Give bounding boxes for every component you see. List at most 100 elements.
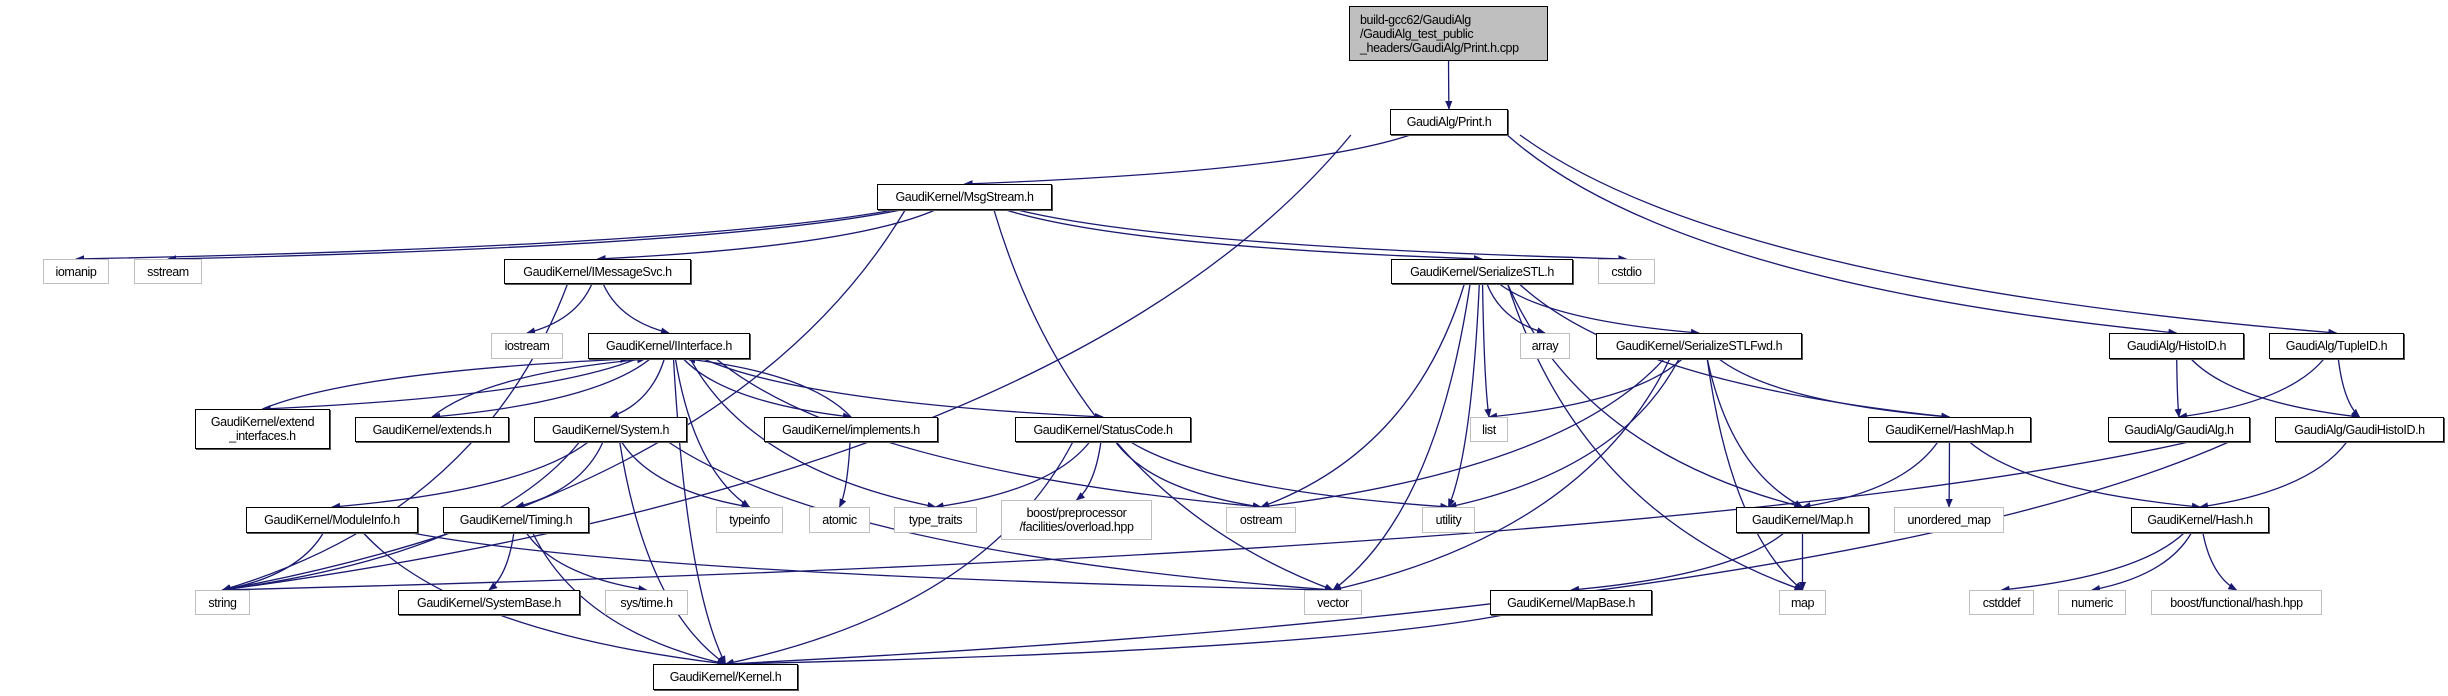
edge-statuscode-to-boost_pp bbox=[1075, 441, 1102, 501]
edge-statuscode-to-utility bbox=[1130, 441, 1450, 511]
node-hash[interactable]: GaudiKernel/Hash.h bbox=[2131, 507, 2269, 533]
edge-system-to-vector bbox=[667, 441, 1334, 593]
node-implements[interactable]: GaudiKernel/implements.h bbox=[764, 417, 938, 442]
edge-iinterface-to-statuscode bbox=[703, 358, 1104, 421]
node-atomic: atomic bbox=[809, 507, 870, 533]
edge-iinterface-to-kernel bbox=[672, 358, 727, 665]
edge-system-to-typeinfo bbox=[621, 441, 751, 510]
edge-serializestlfwd-to-map bbox=[1706, 358, 1804, 591]
edge-imessagesvc-to-iostream bbox=[526, 283, 593, 335]
node-iinterface[interactable]: GaudiKernel/IInterface.h bbox=[588, 333, 750, 359]
edge-iinterface-to-extends bbox=[431, 358, 651, 420]
node-iostream: iostream bbox=[491, 333, 563, 359]
node-imessagesvc[interactable]: GaudiKernel/IMessageSvc.h bbox=[504, 259, 691, 284]
node-hashmap[interactable]: GaudiKernel/HashMap.h bbox=[1868, 417, 2031, 442]
node-vector: vector bbox=[1304, 590, 1362, 615]
node-tupleid[interactable]: GaudiAlg/TupleID.h bbox=[2269, 333, 2404, 359]
edge-implements-to-atomic bbox=[838, 441, 851, 508]
node-statuscode[interactable]: GaudiKernel/StatusCode.h bbox=[1015, 417, 1191, 442]
node-unordered-map: unordered_map bbox=[1894, 507, 2004, 533]
edge-gaudihistoid-to-hash bbox=[2199, 441, 2348, 510]
edge-statuscode-to-type_traits bbox=[934, 441, 1091, 510]
edge-moduleinfo-to-vector bbox=[411, 532, 1334, 594]
edge-statuscode-to-kernel bbox=[724, 441, 1074, 666]
edge-tupleid-to-gaudialg bbox=[2178, 358, 2325, 420]
edge-gaudihistoid-to-string bbox=[221, 441, 2189, 594]
edge-print-to-histoid bbox=[1506, 134, 2178, 336]
node-extends[interactable]: GaudiKernel/extends.h bbox=[355, 417, 509, 442]
edge-histoid-to-gaudihistoid bbox=[2190, 358, 2361, 420]
node-timing[interactable]: GaudiKernel/Timing.h bbox=[443, 507, 589, 533]
edge-msgstream-to-sstream bbox=[167, 209, 901, 263]
node-utility: utility bbox=[1422, 507, 1475, 533]
edge-msgstream-to-string bbox=[221, 209, 906, 593]
node-typeinfo: typeinfo bbox=[716, 507, 783, 533]
edge-implements-to-iinterface bbox=[686, 356, 852, 418]
edge-msgstream-to-vector bbox=[993, 209, 1334, 591]
edge-serializestlfwd-to-ostream bbox=[1260, 358, 1665, 510]
edge-serializestl-to-vector bbox=[1332, 283, 1471, 591]
edge-serializestlfwd-to-utility bbox=[1447, 358, 1680, 509]
node-mapbase[interactable]: GaudiKernel/MapBase.h bbox=[1490, 590, 1652, 615]
node-map: map bbox=[1779, 590, 1826, 615]
edge-mapbase-to-kernel bbox=[724, 614, 1504, 668]
node-gaudihistoid[interactable]: GaudiAlg/GaudiHistoID.h bbox=[2275, 417, 2444, 442]
node-root[interactable]: build-gcc62/GaudiAlg /GaudiAlg_test_publ… bbox=[1349, 6, 1548, 61]
node-cstddef: cstddef bbox=[1969, 590, 2034, 615]
edge-serializestl-to-map bbox=[1507, 283, 1804, 591]
edge-hash-to-cstddef bbox=[2000, 532, 2185, 593]
node-extend-interfaces[interactable]: GaudiKernel/extend _interfaces.h bbox=[195, 409, 330, 449]
node-cstdio: cstdio bbox=[1598, 259, 1655, 284]
node-list: list bbox=[1470, 417, 1508, 442]
node-histoid[interactable]: GaudiAlg/HistoID.h bbox=[2109, 333, 2244, 359]
node-sstream: sstream bbox=[134, 259, 202, 284]
edge-iinterface-to-type_traits bbox=[689, 358, 937, 509]
edge-print-to-msgstream bbox=[963, 134, 1411, 188]
edge-system-to-moduleinfo bbox=[331, 441, 589, 510]
edge-serializestlfwd-to-hashmap bbox=[1718, 358, 1951, 420]
edge-msgstream-to-imessagesvc bbox=[596, 209, 936, 263]
edge-hash-to-boost_hash bbox=[2202, 532, 2238, 591]
edge-serializestlfwd-to-list bbox=[1488, 358, 1683, 420]
node-msgstream[interactable]: GaudiKernel/MsgStream.h bbox=[877, 184, 1052, 210]
node-system[interactable]: GaudiKernel/System.h bbox=[534, 417, 687, 442]
edge-system-to-kernel bbox=[619, 441, 727, 665]
edge-timing-to-systime bbox=[525, 532, 648, 593]
node-serializestl[interactable]: GaudiKernel/SerializeSTL.h bbox=[1391, 259, 1573, 284]
edge-extends-to-iinterface bbox=[431, 356, 647, 418]
node-kernel[interactable]: GaudiKernel/Kernel.h bbox=[653, 664, 798, 690]
node-ostream: ostream bbox=[1226, 507, 1296, 533]
edge-imessagesvc-to-iinterface bbox=[602, 283, 670, 335]
edge-iinterface-to-extend_interfaces bbox=[261, 358, 637, 413]
node-array: array bbox=[1520, 333, 1570, 359]
edge-serializestl-to-list bbox=[1481, 283, 1492, 418]
node-print[interactable]: GaudiAlg/Print.h bbox=[1390, 109, 1508, 135]
node-iomanip: iomanip bbox=[43, 259, 109, 284]
node-boost-pp: boost/preprocessor /facilities/overload.… bbox=[1001, 500, 1152, 540]
edge-moduleinfo-to-string bbox=[221, 532, 324, 593]
node-gaudialg[interactable]: GaudiAlg/GaudiAlg.h bbox=[2108, 417, 2250, 442]
node-systime: sys/time.h bbox=[605, 590, 688, 615]
edge-system-to-timing bbox=[515, 441, 604, 509]
edge-tupleid-to-gaudihistoid bbox=[2337, 358, 2361, 418]
edge-serializestl-to-ostream bbox=[1260, 283, 1465, 508]
edge-hashmap-to-map_h bbox=[1801, 441, 1939, 510]
edge-histoid-to-gaudialg bbox=[2174, 358, 2182, 418]
node-map-h[interactable]: GaudiKernel/Map.h bbox=[1736, 507, 1869, 533]
edge-statuscode-to-ostream bbox=[1115, 441, 1262, 510]
edge-serializestl-to-array bbox=[1486, 283, 1546, 335]
edge-serializestl-to-map_h bbox=[1507, 283, 1804, 509]
node-string: string bbox=[195, 590, 250, 615]
edge-iinterface-to-implements bbox=[683, 358, 852, 420]
edge-hash-to-numeric bbox=[2091, 532, 2192, 593]
node-serializestlfwd[interactable]: GaudiKernel/SerializeSTLFwd.h bbox=[1596, 333, 1802, 359]
edge-serializestl-to-utility bbox=[1447, 283, 1480, 508]
node-numeric: numeric bbox=[2058, 590, 2126, 615]
node-moduleinfo[interactable]: GaudiKernel/ModuleInfo.h bbox=[246, 507, 418, 533]
node-systembase[interactable]: GaudiKernel/SystemBase.h bbox=[398, 590, 580, 615]
node-boost-hash: boost/functional/hash.hpp bbox=[2151, 590, 2322, 615]
edge-serializestl-to-serializestlfwd bbox=[1498, 283, 1700, 336]
edge-iinterface-to-system bbox=[609, 358, 665, 418]
